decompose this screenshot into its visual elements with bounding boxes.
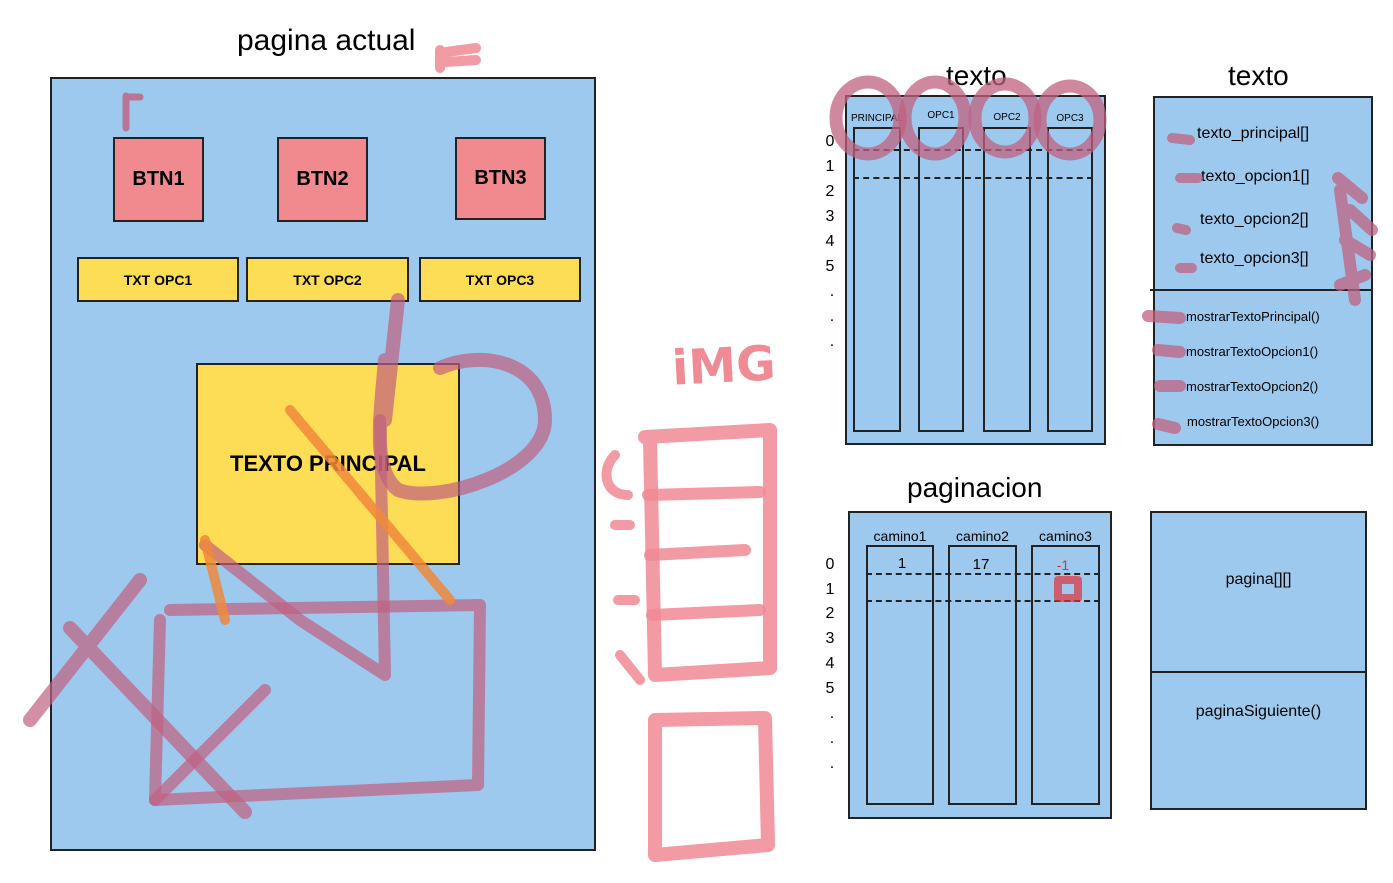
row-divider [866,573,1100,575]
img-label: iMG [670,335,778,397]
cell-value: 1 [897,555,907,572]
row-index: 4 [825,655,835,672]
row-index: 1 [825,158,835,175]
paginacion-title: paginacion [907,472,1043,503]
row-index: 3 [825,630,835,647]
texto-array-title: texto [946,60,1007,91]
column-header-camino2: camino2 [956,528,1009,544]
array-column-opc2 [983,127,1031,432]
btn2-button[interactable]: BTN2 [277,137,368,222]
row-index: 3 [825,208,835,225]
row-index: 4 [825,233,835,250]
column-header-principal: PRINCIPAL [850,113,904,124]
paginacion-column-camino1 [866,545,934,805]
attribute-texto-opcion3: texto_opcion3[] [1200,250,1309,267]
page-title: pagina actual [237,24,416,57]
paginacion-column-camino2 [948,545,1017,805]
row-index: 0 [825,133,835,150]
array-column-principal [853,127,901,432]
row-index: 5 [825,258,835,275]
array-column-opc1 [918,127,964,432]
pagina-class-panel [1150,511,1367,810]
btn3-button[interactable]: BTN3 [455,137,546,220]
main-text-box: TEXTO PRINCIPAL [196,363,460,565]
row-index: . [829,308,835,325]
row-index: . [829,705,835,722]
row-index: 0 [825,556,835,573]
row-divider [853,149,1093,151]
row-index: . [829,283,835,300]
row-index: 5 [825,680,835,697]
cell-value-negative: -1 [1056,557,1070,573]
row-index: 2 [825,183,835,200]
method-mostrar-texto-opcion1: mostrarTextoOpcion1() [1186,344,1319,359]
paginacion-column-camino3 [1031,545,1100,805]
cell-value: 17 [972,556,990,573]
method-mostrar-texto-opcion3: mostrarTextoOpcion3() [1187,414,1320,429]
attribute-texto-opcion1: texto_opcion1[] [1201,168,1310,185]
option3-text[interactable]: TXT OPC3 [419,257,581,302]
attribute-texto-opcion2: texto_opcion2[] [1200,211,1309,228]
row-index: . [829,730,835,747]
option2-text[interactable]: TXT OPC2 [246,257,409,302]
attribute-pagina: pagina[][] [1225,571,1292,588]
column-header-opc2: OPC2 [993,112,1021,123]
row-index: . [829,755,835,772]
row-index: 2 [825,605,835,622]
option1-text[interactable]: TXT OPC1 [77,257,239,302]
column-header-camino1: camino1 [873,528,927,544]
method-mostrar-texto-principal: mostrarTextoPrincipal() [1186,309,1320,324]
row-divider [866,600,1100,602]
row-index: . [829,333,835,350]
texto-class-title: texto [1228,60,1289,91]
method-pagina-siguiente: paginaSiguiente() [1195,703,1322,720]
row-index: 1 [825,581,835,598]
btn1-button[interactable]: BTN1 [113,137,204,222]
column-header-opc1: OPC1 [927,110,955,121]
class-divider [1150,671,1367,673]
column-header-opc3: OPC3 [1056,113,1084,124]
array-column-opc3 [1047,127,1093,432]
column-header-camino3: camino3 [1039,528,1092,544]
method-mostrar-texto-opcion2: mostrarTextoOpcion2() [1186,379,1319,394]
row-divider [853,177,1093,179]
attribute-texto-principal: texto_principal[] [1197,125,1310,142]
class-divider [1150,289,1373,291]
